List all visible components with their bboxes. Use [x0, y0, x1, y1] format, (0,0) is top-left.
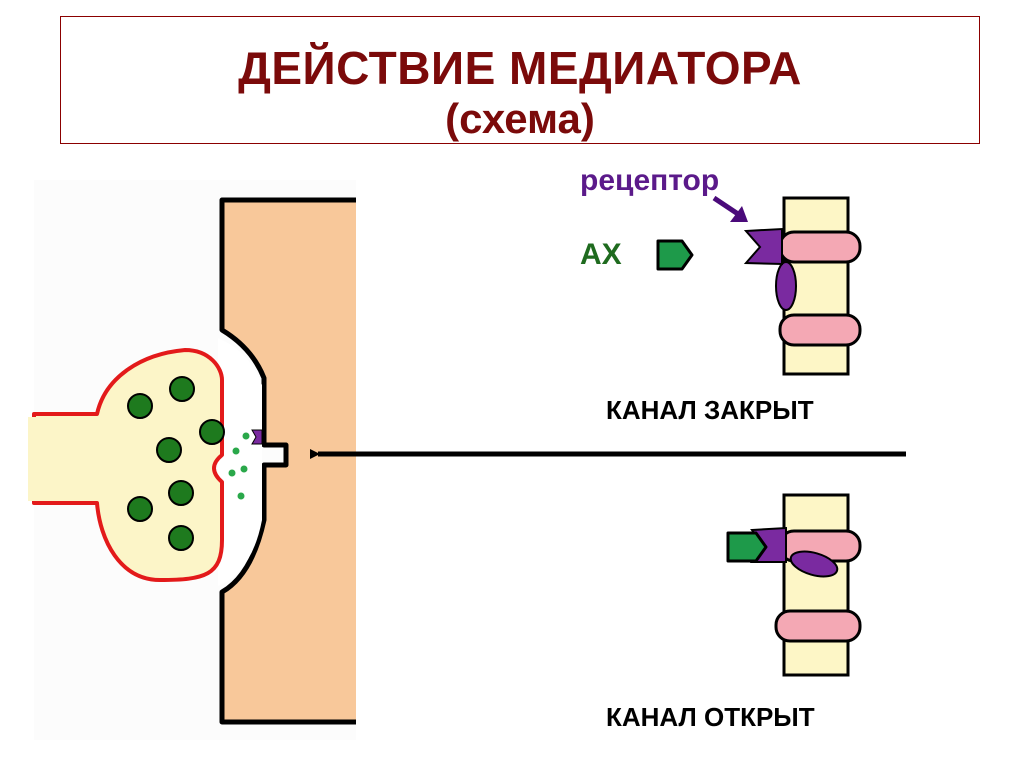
channel-subunit-bottom: [778, 313, 862, 347]
title-subtitle: (схема): [445, 95, 595, 142]
ach-molecule: [656, 239, 694, 271]
channel-gate-open: [789, 550, 839, 578]
synaptic-cleft: [218, 338, 262, 586]
closed-channel: [712, 195, 862, 376]
vesicle: [127, 393, 153, 419]
channel-open-label: КАНАЛ ОТКРЫТ: [606, 702, 815, 732]
membrane-segment: [782, 493, 850, 677]
vesicle: [168, 525, 194, 551]
synapse-receptor: [251, 429, 263, 445]
open-channel: [726, 493, 862, 677]
mediator-dot: [228, 469, 236, 477]
mediator-dot: [232, 447, 240, 455]
receptor-pointer-head: [730, 206, 748, 222]
channel-subunit-top: [778, 230, 862, 264]
vesicle: [168, 480, 194, 506]
vesicle: [127, 496, 153, 522]
vesicles: [127, 376, 225, 551]
bound-ach-molecule: [726, 531, 768, 563]
vesicle: [169, 376, 195, 402]
axon-cut-edge: [28, 417, 38, 501]
presynaptic-terminal: [32, 348, 224, 582]
title-main: ДЕЙСТВИЕ МЕДИАТОРА: [238, 42, 802, 94]
receptor-label: рецептор: [580, 164, 720, 197]
title-box: ДЕЙСТВИЕ МЕДИАТОРА (схема): [60, 16, 980, 144]
postsynaptic-cell: [219, 197, 356, 725]
channel-gate: [775, 261, 797, 311]
mediator-dot: [240, 465, 248, 473]
mediator-dot: [242, 432, 250, 440]
vesicle: [156, 437, 182, 463]
channel-subunit-bottom: [774, 609, 862, 643]
ach-label: АХ: [580, 238, 622, 271]
released-mediator: [228, 432, 250, 500]
receptor-pointer: [712, 195, 740, 217]
vesicle: [199, 419, 225, 445]
channel-closed-label: КАНАЛ ЗАКРЫТ: [606, 395, 814, 425]
receptor-shape: [743, 227, 783, 266]
mediator-dot: [237, 492, 245, 500]
